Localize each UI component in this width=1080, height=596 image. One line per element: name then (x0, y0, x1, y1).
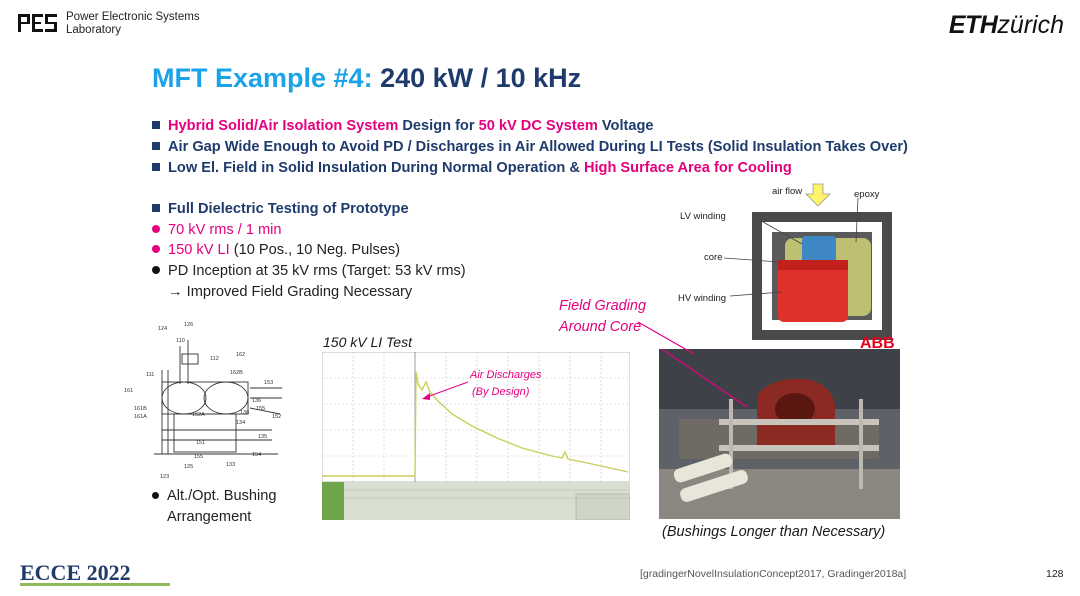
field-grading-pointer (637, 321, 695, 355)
patent-number: 126 (184, 322, 193, 328)
testing-item-1-text: 70 kV rms / 1 min (168, 222, 282, 238)
field-grading-label: Field Grading Around Core (559, 296, 646, 338)
patent-labels: 124 126 110 112 162 162B 111 161 161B 16… (124, 322, 281, 478)
patent-number: 136 (252, 398, 261, 404)
bushings-caption: (Bushings Longer than Necessary) (662, 524, 886, 540)
patent-number: 111 (146, 372, 154, 378)
label-air-flow: air flow (772, 186, 802, 197)
patent-number: 162A (192, 412, 205, 418)
patent-number: 155 (194, 454, 203, 460)
testing-item-2: 150 kV LI (10 Pos., 10 Neg. Pulses) (152, 240, 400, 260)
label-core: core (704, 252, 722, 263)
eth-logo-bold: ETH (948, 11, 998, 39)
pes-logo (18, 14, 57, 32)
page-number: 128 (1046, 568, 1064, 580)
eth-logo-rest: zürich (997, 11, 1064, 39)
field-grading-line1: Field Grading (559, 298, 647, 314)
testing-heading: Full Dielectric Testing of Prototype (152, 199, 409, 219)
alt-bushing-line1: Alt./Opt. Bushing (152, 486, 277, 507)
label-lv-winding: LV winding (680, 211, 726, 222)
patent-number: 155 (256, 406, 265, 412)
patent-number: 162B (230, 370, 243, 376)
label-epoxy: epoxy (854, 189, 880, 200)
lab-name-line2: Laboratory (66, 24, 121, 36)
testing-item-4-text: → Improved Field Grading Necessary (168, 284, 413, 300)
label-hv-winding: HV winding (678, 293, 726, 304)
alt-bushing-line1-text: Alt./Opt. Bushing (167, 488, 277, 504)
slide-title: MFT Example #4: 240 kW / 10 kHz (152, 63, 581, 94)
bullet-dot-icon (152, 245, 160, 253)
air-discharge-label-2: (By Design) (472, 386, 530, 398)
patent-number: 134 (236, 420, 245, 426)
testing-item-2-red: 150 kV LI (168, 242, 230, 258)
patent-number: 162 (236, 352, 245, 358)
patent-number: 133 (226, 462, 235, 468)
patent-drawing: 124 126 110 112 162 162B 111 161 161B 16… (124, 322, 282, 478)
patent-number: 161B (134, 406, 147, 412)
bullet-3-part-2: High Surface Area for Cooling (583, 160, 792, 176)
testing-heading-text: Full Dielectric Testing of Prototype (168, 201, 409, 217)
bullet-3-part-1: Low El. Field in Solid Insulation During… (168, 160, 584, 176)
li-test-title: 150 kV LI Test (323, 334, 412, 350)
bullet-square-icon (152, 163, 160, 171)
air-discharge-label-1: Air Discharges (469, 369, 542, 381)
bullet-2-text: Air Gap Wide Enough to Avoid PD / Discha… (168, 139, 908, 155)
patent-number: 152 (272, 414, 281, 420)
reference-citation: [gradingerNovelInsulationConcept2017, Gr… (640, 568, 907, 580)
testing-item-3: PD Inception at 35 kV rms (Target: 53 kV… (152, 261, 466, 281)
bullet-dot-icon (152, 225, 160, 233)
abb-logo: ABB (860, 335, 895, 352)
testing-item-4: → Improved Field Grading Necessary (168, 282, 412, 302)
ecce-logo: ECCE 2022 (20, 560, 170, 586)
alt-bushing-line2: Arrangement (167, 509, 252, 525)
eth-logo: ETHzürich (949, 10, 1064, 40)
patent-number: 138 (240, 410, 249, 416)
patent-number: 153 (264, 380, 273, 386)
ecce-logo-text: ECCE 2022 (20, 560, 131, 585)
bullet-1-part-1: Hybrid Solid/Air Isolation System (168, 118, 399, 134)
testing-item-1: 70 kV rms / 1 min (152, 220, 282, 240)
bullet-square-icon (152, 142, 160, 150)
bullet-square-icon (152, 204, 160, 212)
patent-number: 110 (176, 338, 185, 344)
alt-bushing-note: Alt./Opt. Bushing Arrangement (152, 486, 277, 528)
bullet-1-part-3: 50 kV DC System (478, 118, 598, 134)
bullet-dot-icon (152, 266, 160, 274)
bullet-dot-icon (152, 492, 159, 499)
patent-number: 161A (134, 414, 147, 420)
patent-number: 125 (184, 464, 193, 470)
patent-number: 154 (252, 452, 261, 458)
lab-name: Power Electronic Systems Laboratory (66, 11, 200, 37)
lab-name-line1: Power Electronic Systems (66, 11, 200, 23)
oscilloscope-screenshot: Air Discharges (By Design) (322, 352, 630, 520)
slide-title-rest: 240 kW / 10 kHz (380, 63, 582, 93)
slide-title-lead: MFT Example #4: (152, 63, 373, 93)
bullet-square-icon (152, 121, 160, 129)
bullet-3: Low El. Field in Solid Insulation During… (152, 158, 792, 178)
transformer-diagram: air flow epoxy LV winding core HV windin… (678, 183, 895, 352)
patent-number: 123 (160, 474, 169, 478)
field-grading-line2: Around Core (559, 319, 642, 335)
bullet-1-part-2: Design for (398, 118, 479, 134)
bullet-2: Air Gap Wide Enough to Avoid PD / Discha… (152, 137, 908, 157)
patent-number: 124 (158, 326, 167, 332)
testing-item-2-rest: (10 Pos., 10 Neg. Pulses) (229, 242, 401, 258)
prototype-photo (659, 349, 900, 519)
patent-number: 135 (258, 434, 267, 440)
patent-number: 151 (196, 440, 205, 446)
patent-number: 112 (210, 356, 219, 362)
testing-item-3-text: PD Inception at 35 kV rms (Target: 53 kV… (168, 263, 466, 279)
patent-number: 161 (124, 388, 133, 394)
bullet-1-part-4: Voltage (597, 118, 654, 134)
bullet-1: Hybrid Solid/Air Isolation System Design… (152, 116, 654, 136)
